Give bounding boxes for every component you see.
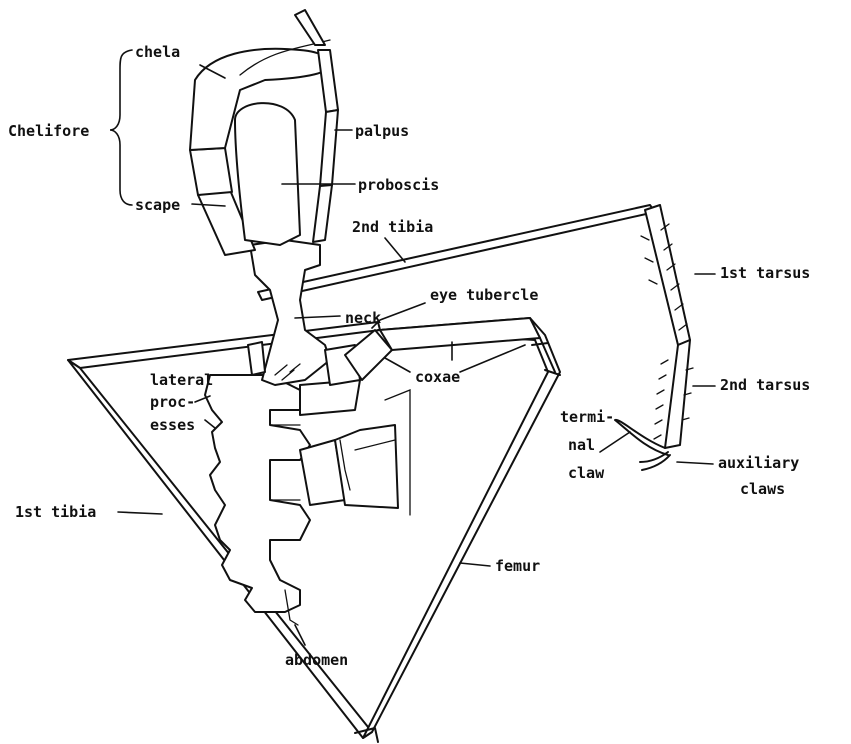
second-tibia-leader: [385, 238, 405, 262]
leg-second-tarsus: [654, 340, 693, 448]
label-second-tibia: 2nd tibia: [352, 218, 433, 236]
first-tibia-leader: [118, 512, 162, 514]
chelifore-brace: [110, 50, 132, 205]
label-chela: chela: [135, 43, 180, 61]
femur-leader: [460, 563, 490, 566]
label-terminal-claw-1: termi-: [560, 408, 614, 426]
label-neck: neck: [345, 309, 381, 327]
label-femur: femur: [495, 557, 540, 575]
label-second-tarsus: 2nd tarsus: [720, 376, 810, 394]
coxae-leader-1: [385, 358, 410, 372]
label-first-tibia: 1st tibia: [15, 503, 96, 521]
label-auxiliary-1: auxiliary: [718, 454, 799, 472]
terminal-claw-leader: [600, 432, 630, 452]
label-palpus: palpus: [355, 122, 409, 140]
label-chelifore: Chelifore: [8, 122, 89, 140]
cephalic-appendages: [190, 10, 338, 255]
label-terminal-claw-2: nal: [568, 436, 595, 454]
coxae-leader-2: [460, 345, 525, 372]
label-auxiliary-2: claws: [740, 480, 785, 498]
leg-first-tarsus: [641, 205, 690, 345]
label-lateral-1: lateral: [150, 371, 213, 389]
leg-femur-tibia: [68, 318, 560, 742]
label-terminal-claw-3: claw: [568, 464, 605, 482]
auxiliary-claws-leader: [677, 462, 713, 464]
label-abdomen: abdomen: [285, 651, 348, 669]
neck: [248, 240, 360, 385]
trunk: [205, 375, 410, 612]
label-lateral-3: esses: [150, 416, 195, 434]
label-proboscis: proboscis: [358, 176, 439, 194]
claws: [615, 420, 670, 470]
lateral-processes-leader-2: [205, 420, 215, 428]
label-scape: scape: [135, 196, 180, 214]
label-coxae: coxae: [415, 368, 460, 386]
label-eye-tubercle: eye tubercle: [430, 286, 538, 304]
label-first-tarsus: 1st tarsus: [720, 264, 810, 282]
label-lateral-2: proc-: [150, 393, 195, 411]
